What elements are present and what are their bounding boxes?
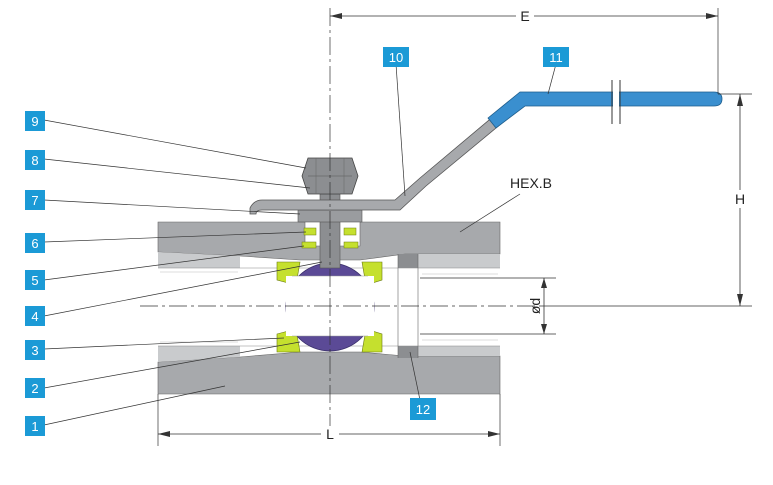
dimension-H-label: H bbox=[735, 191, 745, 207]
right-end-bore-lower bbox=[405, 344, 500, 356]
dimension-d-label: ød bbox=[527, 298, 543, 314]
callout-11: 11 bbox=[543, 47, 569, 67]
svg-text:1: 1 bbox=[31, 419, 38, 434]
hex-leader bbox=[459, 193, 521, 233]
svg-text:2: 2 bbox=[31, 381, 38, 396]
end-connector bbox=[398, 254, 418, 268]
callout-2: 2 bbox=[25, 378, 45, 398]
callout-6: 6 bbox=[25, 233, 45, 253]
callout-1: 1 bbox=[25, 416, 45, 436]
callout-8: 8 bbox=[25, 150, 45, 170]
svg-text:8: 8 bbox=[31, 153, 38, 168]
dimension-E-label: E bbox=[520, 8, 529, 24]
svg-text:9: 9 bbox=[31, 114, 38, 129]
svg-text:3: 3 bbox=[31, 343, 38, 358]
svg-text:5: 5 bbox=[31, 273, 38, 288]
svg-text:10: 10 bbox=[389, 50, 403, 65]
svg-text:11: 11 bbox=[549, 50, 563, 65]
callout-10: 10 bbox=[383, 47, 409, 67]
svg-text:4: 4 bbox=[31, 309, 38, 324]
left-end-bore-lower bbox=[158, 346, 240, 362]
callout-9: 9 bbox=[25, 111, 45, 131]
hex-label: HEX.B bbox=[510, 175, 552, 191]
dimension-L-label: L bbox=[326, 426, 334, 442]
callout-5: 5 bbox=[25, 270, 45, 290]
callout-leaders bbox=[43, 63, 557, 426]
svg-text:6: 6 bbox=[31, 236, 38, 251]
callout-4: 4 bbox=[25, 306, 45, 326]
callout-3: 3 bbox=[25, 340, 45, 360]
svg-text:12: 12 bbox=[416, 402, 430, 417]
svg-text:7: 7 bbox=[31, 193, 38, 208]
packing-lower bbox=[301, 241, 317, 249]
right-end-bore-upper bbox=[405, 254, 500, 270]
callout-7: 7 bbox=[25, 190, 45, 210]
handle-lever bbox=[249, 93, 713, 215]
handle-grip bbox=[487, 91, 723, 129]
callout-12: 12 bbox=[410, 398, 436, 420]
packing-upper bbox=[303, 227, 317, 236]
